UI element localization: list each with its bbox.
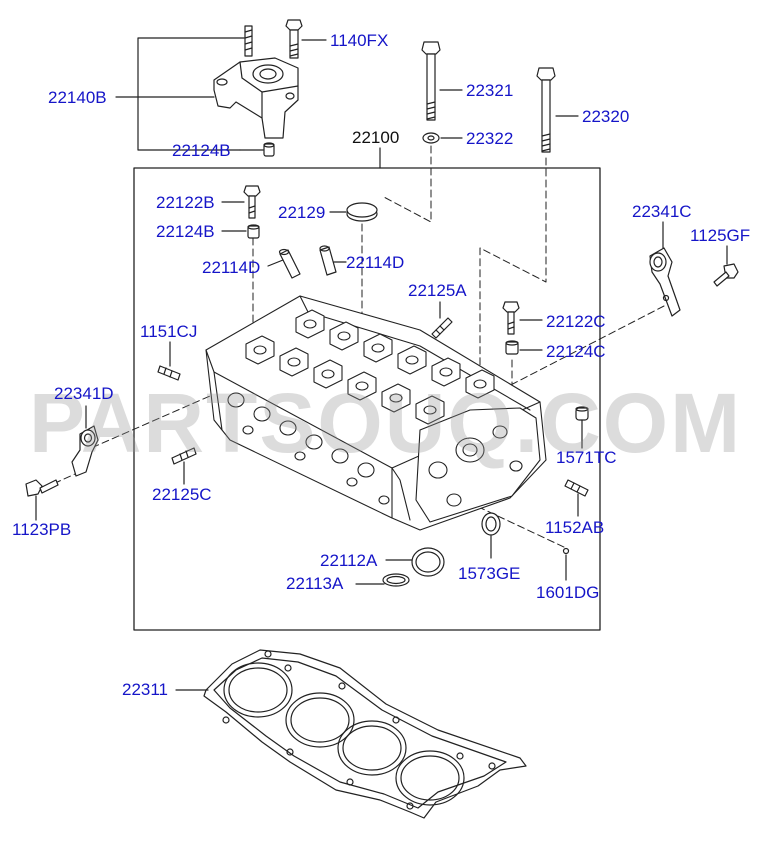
part-label-22114D-right[interactable]: 22114D [346,253,405,272]
part-label-1140FX[interactable]: 1140FX [330,31,389,50]
part-label-22124C[interactable]: 22124C [546,342,606,361]
part-label-22320[interactable]: 22320 [582,107,630,126]
part-label-22129[interactable]: 22129 [278,203,326,222]
gasket-bore-4 [395,750,465,806]
leader-22114D-left [267,259,284,267]
bracket-22341D [71,425,99,477]
part-label-22122C[interactable]: 22122C [546,312,606,331]
stud-22140B [244,25,253,57]
part-label-22341C[interactable]: 22341C [632,202,692,221]
bolt-1123PB [25,479,59,497]
part-label-22122B[interactable]: 22122B [156,193,215,212]
watermark: PARTSOUQ.COM [28,376,743,470]
part-label-22124B-top[interactable]: 22124B [172,141,231,160]
bolt-22122B [243,185,261,219]
plug-1601DG [562,547,570,555]
part-label-22321[interactable]: 22321 [466,81,514,100]
part-label-22125C[interactable]: 22125C [152,485,212,504]
gasket-bore-2 [285,692,355,748]
engine-bracket-22140B [213,57,299,139]
bolt-1125GF [713,263,739,287]
part-label-22322[interactable]: 22322 [466,129,514,148]
part-label-1125GF[interactable]: 1125GF [690,226,751,245]
part-label-22311[interactable]: 22311 [122,680,169,699]
part-label-22100[interactable]: 22100 [352,128,400,147]
part-label-1601DG[interactable]: 1601DG [536,583,600,602]
oring-22112A [411,547,445,577]
bolt-22122C [502,301,520,335]
part-label-22114D-left[interactable]: 22114D [202,258,261,277]
bolt-22320 [536,67,556,153]
guide-22320 [479,157,547,381]
bracket-22341C [649,247,681,317]
cylinder-head-22100 [205,295,547,531]
part-label-22124B[interactable]: 22124B [156,222,215,241]
leader-bracket-group [137,37,245,151]
dowel-22114D-left [278,248,301,279]
plug-22129 [346,202,378,222]
washer-22322 [422,132,440,144]
part-label-1151CJ[interactable]: 1151CJ [140,322,198,341]
dowel-22124B [247,224,260,239]
gasket-bore-1 [223,662,293,718]
part-label-22112A[interactable]: 22112A [320,551,378,570]
stud-22125A [431,317,453,339]
stud-1151CJ [157,365,181,381]
dowel-22124C [505,340,519,355]
oring-22113A [382,573,410,587]
dowel-22114D-right [319,245,337,276]
bolt-22321 [421,41,441,121]
part-label-22113A[interactable]: 22113A [286,574,344,593]
bolt-1140FX [285,19,303,59]
guide-1601DG [467,501,567,549]
part-label-22140B[interactable]: 22140B [48,88,107,107]
part-label-1571TC[interactable]: 1571TC [556,448,617,467]
part-label-1152AB[interactable]: 1152AB [545,518,605,537]
stud-1152AB [564,479,589,497]
guide-22321 [381,145,432,223]
seal-1573GE [481,512,501,536]
gasket-bore-3 [337,720,407,776]
stud-22125C [171,447,197,465]
part-label-1123PB[interactable]: 1123PB [12,520,72,539]
part-label-22341D[interactable]: 22341D [54,384,114,403]
part-label-22125A[interactable]: 22125A [408,281,467,300]
part-label-1573GE[interactable]: 1573GE [458,564,521,583]
assembly-frame [133,167,601,631]
head-gasket-22311 [203,649,527,819]
dowel-22124B-top [263,142,275,157]
